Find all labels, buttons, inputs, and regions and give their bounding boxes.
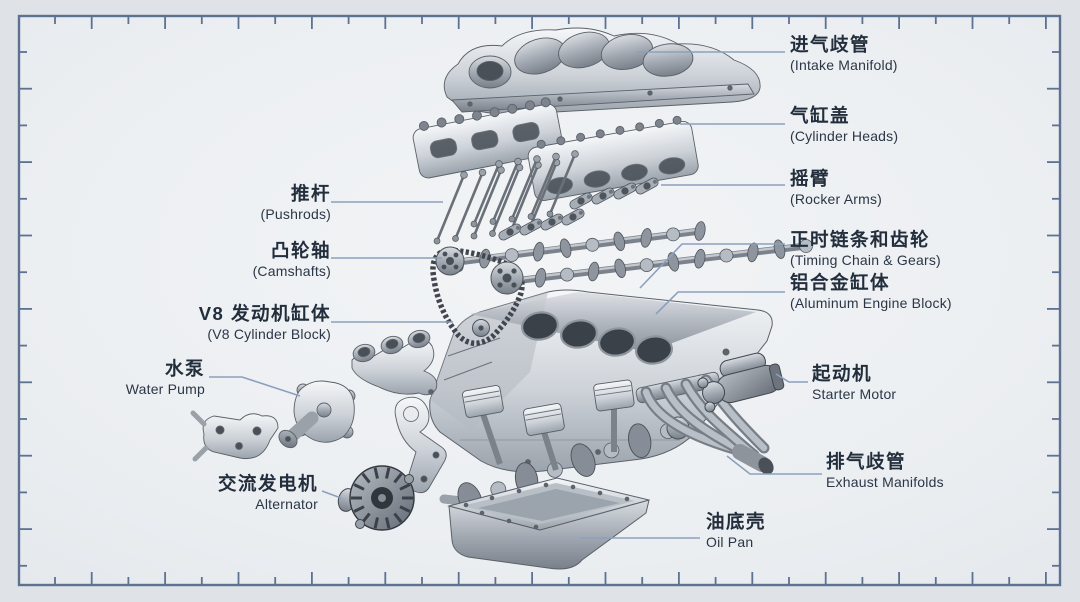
label-zh: 水泵 bbox=[164, 358, 205, 379]
water-pump-part bbox=[278, 380, 356, 449]
label-water-pump: 水泵 Water Pump bbox=[125, 358, 205, 397]
label-exhaust-manifolds: 排气歧管 Exhaust Manifolds bbox=[826, 451, 944, 490]
alternator-part bbox=[337, 465, 415, 531]
cylinder-head-left-part bbox=[412, 97, 564, 179]
pushrods-part bbox=[433, 150, 579, 245]
leader-water-pump bbox=[209, 376, 301, 397]
label-en: (Cylinder Heads) bbox=[790, 127, 899, 144]
label-zh: 推杆 bbox=[290, 183, 331, 204]
label-zh: 油底壳 bbox=[706, 511, 767, 532]
label-zh: 凸轮轴 bbox=[270, 240, 331, 261]
timing-chain-gears-part bbox=[430, 246, 525, 346]
label-zh: 进气歧管 bbox=[790, 34, 871, 55]
label-zh: V8 发动机缸体 bbox=[198, 303, 331, 324]
label-en: (V8 Cylinder Block) bbox=[207, 325, 331, 342]
label-en: (Intake Manifold) bbox=[790, 56, 898, 73]
label-rocker-arms: 摇臂 (Rocker Arms) bbox=[790, 168, 883, 207]
label-en: Starter Motor bbox=[812, 385, 897, 402]
mount-bracket-part bbox=[190, 410, 279, 462]
oil-pan-part bbox=[447, 477, 650, 570]
label-zh: 气缸盖 bbox=[790, 105, 851, 126]
label-en: Exhaust Manifolds bbox=[826, 473, 944, 490]
label-camshafts: 凸轮轴 (Camshafts) bbox=[252, 240, 331, 279]
label-zh: 摇臂 bbox=[790, 168, 831, 189]
label-aluminum-engine-block: 铝合金缸体 (Aluminum Engine Block) bbox=[790, 272, 952, 311]
alternator-bracket-part bbox=[394, 396, 447, 494]
label-alternator: 交流发电机 Alternator bbox=[217, 473, 318, 512]
label-timing-chain-gears: 正时链条和齿轮 (Timing Chain & Gears) bbox=[790, 229, 941, 268]
starter-motor-part bbox=[697, 352, 785, 413]
label-pushrods: 推杆 (Pushrods) bbox=[260, 183, 331, 222]
exhaust-manifold-left-part bbox=[351, 329, 438, 396]
label-en: Water Pump bbox=[125, 380, 205, 397]
rocker-arms-part bbox=[498, 177, 659, 241]
label-zh: 排气歧管 bbox=[826, 451, 907, 472]
leader-exhaust-manifolds bbox=[726, 455, 822, 475]
label-en: (Camshafts) bbox=[252, 262, 331, 279]
label-starter-motor: 起动机 Starter Motor bbox=[812, 363, 897, 402]
label-en: (Timing Chain & Gears) bbox=[790, 251, 941, 268]
leader-aluminum-block bbox=[655, 291, 785, 315]
leader-timing-chain bbox=[639, 243, 785, 289]
label-en: (Pushrods) bbox=[260, 205, 331, 222]
ruler-ticks bbox=[20, 17, 1059, 584]
oil-pan-bolts bbox=[463, 482, 630, 530]
alternator-fins bbox=[351, 467, 413, 529]
label-intake-manifold: 进气歧管 (Intake Manifold) bbox=[790, 34, 898, 73]
label-v8-cylinder-block: V8 发动机缸体 (V8 Cylinder Block) bbox=[198, 303, 331, 342]
leader-lines bbox=[209, 51, 822, 539]
label-en: (Rocker Arms) bbox=[790, 190, 883, 207]
label-en: (Aluminum Engine Block) bbox=[790, 294, 952, 311]
label-en: Alternator bbox=[255, 495, 318, 512]
label-oil-pan: 油底壳 Oil Pan bbox=[706, 511, 767, 550]
camshafts-part bbox=[452, 221, 813, 291]
label-zh: 铝合金缸体 bbox=[790, 272, 891, 293]
label-cylinder-heads: 气缸盖 (Cylinder Heads) bbox=[790, 105, 899, 144]
label-zh: 正时链条和齿轮 bbox=[790, 229, 931, 250]
label-en: Oil Pan bbox=[706, 533, 754, 550]
label-zh: 交流发电机 bbox=[217, 473, 318, 494]
leader-alternator bbox=[321, 490, 342, 499]
timing-chain bbox=[430, 247, 525, 346]
leader-starter-motor bbox=[775, 373, 808, 383]
label-zh: 起动机 bbox=[812, 363, 873, 384]
